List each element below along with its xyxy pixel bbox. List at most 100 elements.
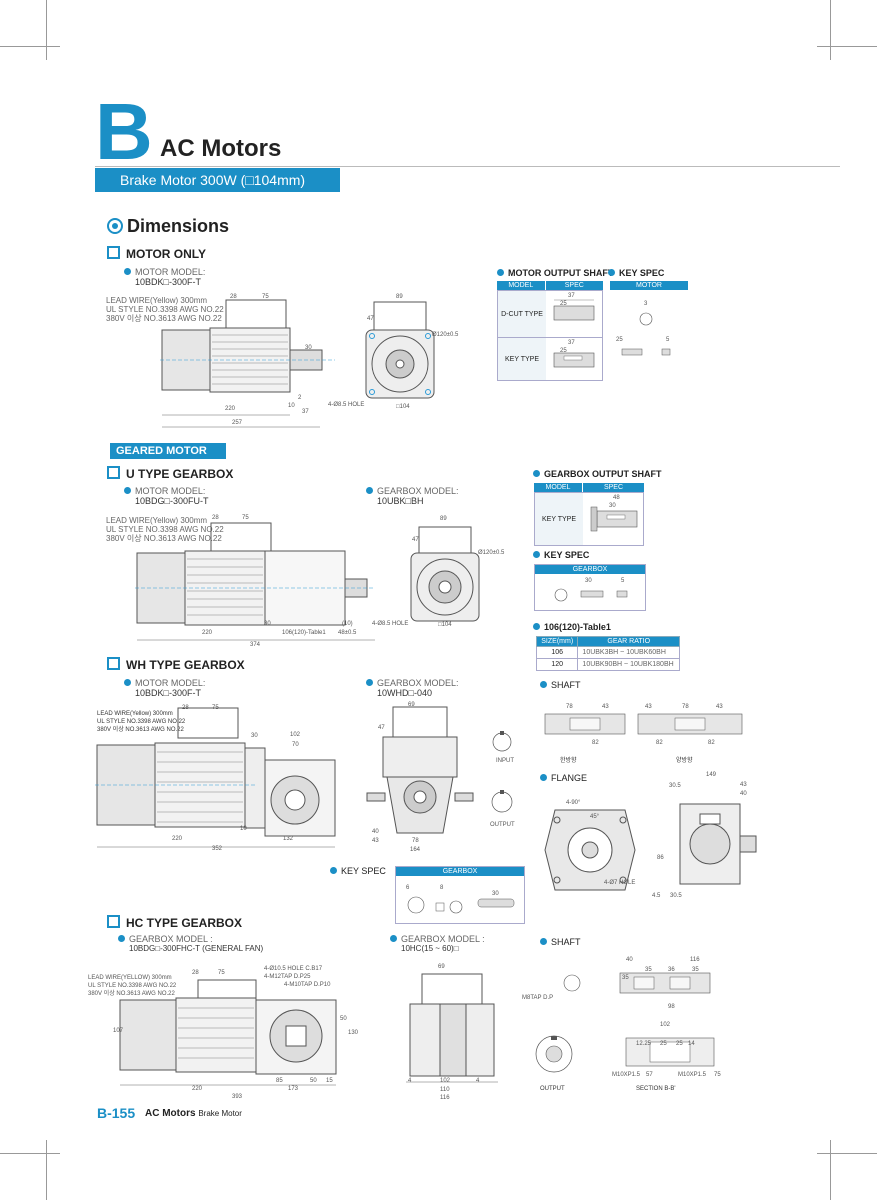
output-shaft-table: MODEL SPEC D-CUT TYPE 37 25 KEY TYPE 37 … xyxy=(497,281,603,381)
gearbox-model-value: 10HC(15 ~ 60)□ xyxy=(401,944,459,953)
dim-label: 89 xyxy=(396,294,403,300)
u-key-spec-heading: KEY SPEC xyxy=(533,550,589,560)
gearbox-shaft-drawing: 48 30 xyxy=(583,493,643,545)
shaft-double-label: 양방향 xyxy=(676,758,693,764)
motor-model-value: 10BDG□-300FU-T xyxy=(135,496,209,506)
dim-label: M10XP1.5 xyxy=(678,1072,707,1078)
wh-key-spec-box: GEARBOX 6 8 30 xyxy=(395,866,525,924)
u-key-spec-drawing xyxy=(554,588,628,602)
motor-model-block: MOTOR MODEL: 10BDK□-300F-T xyxy=(124,267,205,287)
hc-model-block-2: GEARBOX MODEL : 10HC(15 ~ 60)□ xyxy=(390,934,485,953)
dim-label: 82 xyxy=(656,740,663,746)
wh-key-spec-heading: KEY SPEC xyxy=(330,866,386,876)
bullet-icon xyxy=(497,269,504,276)
bullet-icon xyxy=(330,867,337,874)
note-line: 4-Ø10.5 HOLE C.B17 xyxy=(264,966,323,972)
table-header: SPEC xyxy=(583,483,644,492)
section-letter: B xyxy=(95,87,153,176)
hc-type-title: HC TYPE GEARBOX xyxy=(126,916,243,930)
dim-label: 98 xyxy=(668,1004,675,1010)
dim-label: 102 xyxy=(440,1078,451,1084)
page-title: AC Motors xyxy=(160,135,282,162)
motor-only-title: MOTOR ONLY xyxy=(126,247,207,261)
table-cell: KEY TYPE xyxy=(535,493,583,545)
dim-label: 40 xyxy=(740,791,747,797)
table-row: 120 10UBK90BH ~ 10UBK180BH xyxy=(535,658,680,671)
dim-label: 82 xyxy=(592,740,599,746)
lead-wire-line: UL STYLE NO.3398 AWG NO.22 xyxy=(106,305,224,314)
dim-label: 164 xyxy=(410,847,421,853)
gear-ratio-table: SIZE(mm) GEAR RATIO 106 10UBK3BH ~ 10UBK… xyxy=(535,636,680,671)
dim-label: 149 xyxy=(706,772,717,778)
dim-label: 30 xyxy=(585,578,592,584)
hc-notes: 4-Ø10.5 HOLE C.B17 4-M12TAP D.P25 4-M10T… xyxy=(264,965,330,989)
dim-label: 43 xyxy=(740,782,747,788)
table-cell: 120 xyxy=(535,658,579,671)
table-cell: KEY TYPE xyxy=(498,338,546,380)
dim-label: 48 xyxy=(613,495,620,501)
dim-label: M8TAP D.P xyxy=(522,995,554,1001)
lead-wire-line: LEAD WIRE(YELLOW) 300mm xyxy=(88,975,172,981)
dim-label: 25 xyxy=(660,1041,667,1047)
lead-wire-line: 380V 이상 NO.3613 AWG NO.22 xyxy=(106,314,222,323)
dim-label: 30 xyxy=(609,503,616,509)
bullet-icon xyxy=(124,679,131,686)
single-shaft-drawing xyxy=(544,713,626,735)
product-subtitle: Brake Motor 300W (□104mm) xyxy=(95,168,340,192)
hc-output-drawing xyxy=(535,1035,573,1073)
u-key-spec-box: GEARBOX 30 5 xyxy=(534,564,646,611)
dim-label: 25 xyxy=(560,301,567,307)
dim-label: 173 xyxy=(288,1086,299,1092)
key-spec-heading: KEY SPEC xyxy=(608,268,664,278)
crop-mark xyxy=(0,46,60,47)
dim-label: 30 xyxy=(305,345,312,351)
section-title: Dimensions xyxy=(127,216,230,236)
dim-label: 4 xyxy=(476,1078,480,1084)
input-shaft-drawing xyxy=(492,731,512,752)
lead-wire-note: LEAD WIRE(Yellow) 300mm UL STYLE NO.3398… xyxy=(97,710,185,734)
shaft-title: SHAFT xyxy=(551,937,581,947)
key-spec-drawing xyxy=(621,312,671,356)
table-cell: 10UBK3BH ~ 10UBK60BH xyxy=(577,646,680,659)
dim-label: 10 xyxy=(288,403,295,409)
wh-shaft-heading: SHAFT xyxy=(540,680,581,690)
output-label: OUTPUT xyxy=(490,822,515,828)
bullet-icon xyxy=(540,774,547,781)
dim-label: 30.5 xyxy=(670,893,682,899)
hc-type-front-drawing xyxy=(406,973,498,1083)
table-header: SIZE(mm) xyxy=(535,636,579,647)
table-cell: 106 xyxy=(535,646,579,659)
u-type-front-drawing xyxy=(410,526,480,622)
dim-label: 132 xyxy=(283,836,294,842)
dim-label: 75 xyxy=(218,970,225,976)
crop-mark xyxy=(830,1140,831,1200)
motor-model-label: MOTOR MODEL: xyxy=(135,486,206,496)
bullet-icon xyxy=(390,935,397,942)
output-shaft-title: MOTOR OUTPUT SHAFT xyxy=(508,268,614,278)
u-type-side-drawing xyxy=(135,522,375,641)
dim-label: 70 xyxy=(292,742,299,748)
dim-label: 4 xyxy=(408,1078,412,1084)
dim-label: 43 xyxy=(716,704,723,710)
dim-label: □104 xyxy=(396,404,410,410)
lead-wire-line: 380V 이상 NO.3613 AWG NO.22 xyxy=(88,991,175,997)
table-header: GEAR RATIO xyxy=(577,636,680,647)
geared-motor-label: GEARED MOTOR xyxy=(110,443,226,459)
dim-label: 8 xyxy=(440,885,444,891)
dim-label: 75 xyxy=(714,1072,721,1078)
gearbox-model-label: GEARBOX MODEL: xyxy=(377,678,459,688)
dim-label: 85 xyxy=(276,1078,283,1084)
page-number: B-155 xyxy=(97,1105,136,1121)
section-bb-drawing xyxy=(625,1037,715,1067)
dim-label: 47 xyxy=(378,725,385,731)
dim-label: 107 xyxy=(113,1028,124,1034)
dim-label: 4.5 xyxy=(652,893,661,899)
dim-label: 43 xyxy=(372,838,379,844)
key-spec-box: MOTOR 3 25 5 xyxy=(610,281,688,371)
wh-key-spec-drawing xyxy=(407,896,515,914)
gearbox-output-shaft-table: MODEL SPEC KEY TYPE 48 30 xyxy=(534,483,644,546)
dim-label: 106(120)-Table1 xyxy=(282,630,326,636)
dim-label: 4-Ø7 HOLE xyxy=(604,880,636,886)
dim-label: 43 xyxy=(602,704,609,710)
note-line: 4-M12TAP D.P25 xyxy=(264,974,311,980)
